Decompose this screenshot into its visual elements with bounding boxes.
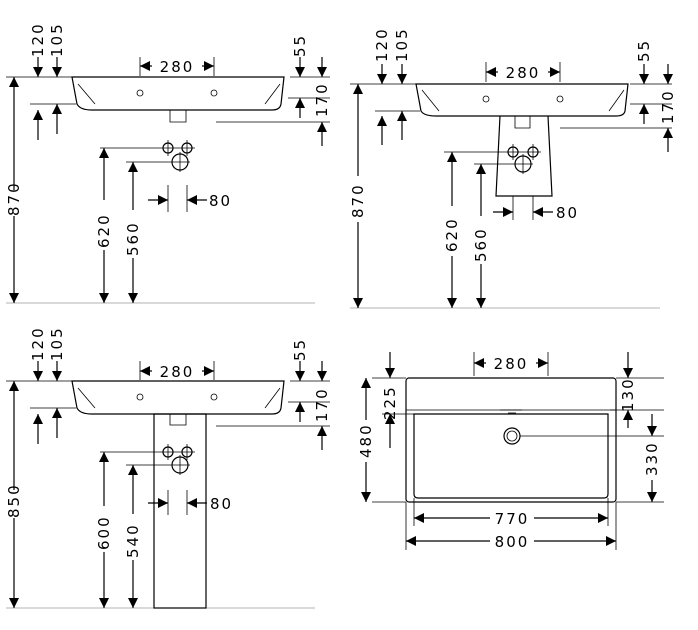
dim-170: 170	[313, 387, 331, 422]
dim-55: 55	[635, 39, 653, 62]
dim-620: 620	[95, 213, 113, 248]
tap-hole-icon	[136, 89, 144, 97]
dim-120: 120	[29, 22, 47, 57]
dim-120: 120	[373, 27, 391, 62]
dim-620: 620	[443, 217, 461, 252]
dim-480: 480	[357, 423, 375, 458]
drain-icon	[503, 427, 521, 445]
dim-560: 560	[472, 227, 490, 262]
dim-170: 170	[659, 89, 677, 124]
dim-55: 55	[291, 34, 309, 57]
drain-stub	[169, 110, 187, 123]
dim-225: 225	[381, 385, 399, 420]
dim-105: 105	[48, 326, 66, 361]
dim-560: 560	[124, 221, 142, 256]
siphon-cover	[495, 115, 553, 197]
view-siphon-cover: 280 120 105 55 170 870 620 560 80	[349, 27, 677, 309]
dim-280: 280	[506, 64, 541, 82]
dim-600: 600	[95, 515, 113, 550]
dim-870: 870	[349, 183, 367, 218]
dim-770: 770	[495, 510, 530, 528]
tap-hole-icon	[136, 393, 144, 401]
basin-body	[415, 83, 629, 117]
dim-120: 120	[29, 326, 47, 361]
dim-170: 170	[313, 82, 331, 117]
dim-80: 80	[209, 192, 232, 210]
basin-outline	[405, 377, 617, 503]
dim-540: 540	[124, 523, 142, 558]
dim-280: 280	[494, 355, 529, 373]
drain-stub	[514, 116, 531, 129]
dim-130: 130	[619, 377, 637, 412]
dim-55: 55	[291, 338, 309, 361]
drain-stub	[169, 414, 187, 426]
dim-280: 280	[160, 363, 195, 381]
view-pedestal: 280 120 105 55 170 850 600 540 80	[5, 326, 331, 609]
dim-330: 330	[643, 441, 661, 476]
dim-105: 105	[393, 27, 411, 62]
dim-80: 80	[556, 204, 579, 222]
tap-hole-icon	[482, 95, 490, 103]
view-plan: 280 480 225 130 330 770 800	[357, 352, 664, 551]
dim-800: 800	[495, 533, 530, 551]
basin-inner	[77, 387, 281, 409]
dim-850: 850	[5, 483, 23, 518]
tap-hole-icon	[210, 393, 218, 401]
dim-870: 870	[5, 181, 23, 216]
basin-inner	[421, 89, 625, 112]
basin-inner	[77, 83, 281, 105]
basin-body	[71, 76, 285, 111]
dim-280: 280	[160, 58, 195, 76]
pedestal	[153, 413, 207, 609]
bowl-outline	[413, 413, 609, 499]
dim-80: 80	[210, 495, 233, 513]
view-wall-hung: 280 120 105 55 170 870 620 560 80	[5, 22, 331, 304]
tap-hole-icon	[556, 95, 564, 103]
tap-hole-icon	[210, 89, 218, 97]
basin-body	[71, 380, 285, 415]
dim-105: 105	[48, 22, 66, 57]
